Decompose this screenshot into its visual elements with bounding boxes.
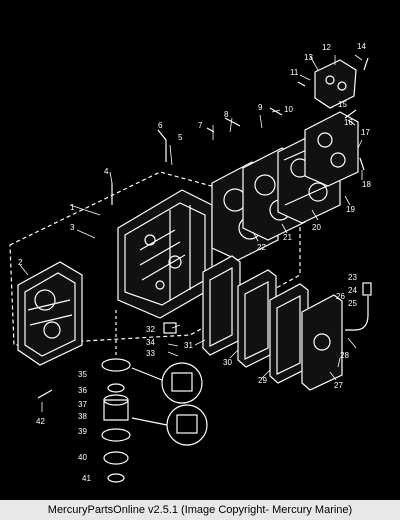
callout-22: 22 <box>257 243 266 252</box>
crankcase-cover <box>17 261 83 366</box>
callout-6: 6 <box>158 121 163 130</box>
callout-15: 15 <box>338 100 347 109</box>
callout-labels: 1 2 3 4 5 6 7 8 9 10 11 12 13 14 15 16 1… <box>18 42 371 483</box>
callout-39: 39 <box>78 427 87 436</box>
callout-29: 29 <box>258 376 267 385</box>
copyright-caption: MercuryPartsOnline v2.5.1 (Image Copyrig… <box>0 500 400 520</box>
check-valve <box>362 282 372 296</box>
callout-9: 9 <box>258 103 263 112</box>
callout-14: 14 <box>357 42 366 51</box>
callout-25: 25 <box>348 299 357 308</box>
exhaust-cover <box>301 294 343 391</box>
thermostat-housing <box>314 59 357 109</box>
callout-37: 37 <box>78 400 87 409</box>
callout-40: 40 <box>78 453 87 462</box>
callout-5: 5 <box>178 133 183 142</box>
callout-33: 33 <box>146 349 155 358</box>
callout-38: 38 <box>78 412 87 421</box>
callout-17: 17 <box>361 128 370 137</box>
callout-32: 32 <box>146 325 155 334</box>
exploded-parts-diagram: 1 2 3 4 5 6 7 8 9 10 11 12 13 14 15 16 1… <box>9 42 372 483</box>
callout-42: 42 <box>36 417 45 426</box>
callout-26: 26 <box>336 292 345 301</box>
cylinder-block <box>117 189 213 319</box>
transfer-cover-1 <box>202 255 241 356</box>
callout-21: 21 <box>283 233 292 242</box>
callout-2: 2 <box>18 258 23 267</box>
callout-34: 34 <box>146 338 155 347</box>
bolt-group <box>37 57 369 399</box>
callout-8: 8 <box>224 110 229 119</box>
detail-view-1 <box>131 362 203 404</box>
transfer-cover-3 <box>269 283 309 384</box>
callout-27: 27 <box>334 381 343 390</box>
callout-41: 41 <box>82 474 91 483</box>
callout-4: 4 <box>104 167 109 176</box>
callout-3: 3 <box>70 223 75 232</box>
callout-12: 12 <box>322 43 331 52</box>
seal-stack <box>101 310 177 483</box>
leader-lines <box>19 54 363 412</box>
callout-1: 1 <box>70 203 75 212</box>
callout-7: 7 <box>198 121 203 130</box>
callout-24: 24 <box>348 286 357 295</box>
callout-19: 19 <box>346 205 355 214</box>
detail-view-2 <box>131 404 208 446</box>
callout-31: 31 <box>184 341 193 350</box>
callout-13: 13 <box>304 53 313 62</box>
callout-18: 18 <box>362 180 371 189</box>
callout-23: 23 <box>348 273 357 282</box>
callout-20: 20 <box>312 223 321 232</box>
callout-36: 36 <box>78 386 87 395</box>
callout-11: 11 <box>290 68 299 77</box>
callout-30: 30 <box>223 358 232 367</box>
callout-35: 35 <box>78 370 87 379</box>
thermostat-cover <box>304 111 359 187</box>
callout-16: 16 <box>344 118 353 127</box>
callout-28: 28 <box>340 351 349 360</box>
bleed-hose <box>345 296 369 331</box>
callout-10: 10 <box>284 105 293 114</box>
